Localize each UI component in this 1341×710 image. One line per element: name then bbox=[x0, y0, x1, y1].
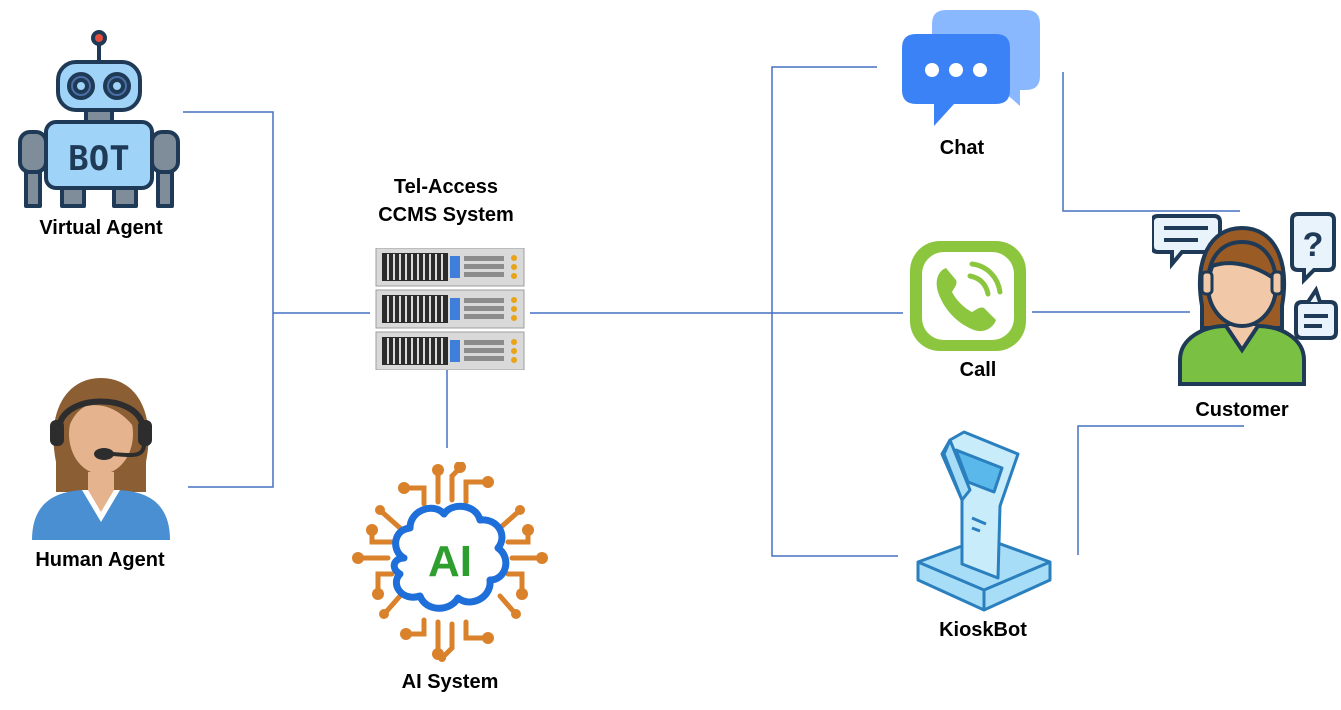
ccms-label-line2: CCMS System bbox=[378, 204, 514, 226]
kiosk-icon bbox=[916, 430, 1052, 612]
customer-label: Customer bbox=[1195, 399, 1289, 421]
chat-bubbles-icon bbox=[902, 10, 1040, 126]
connector-virtual-agent bbox=[183, 111, 274, 488]
customer-icon: ? bbox=[1152, 212, 1338, 386]
connector-chat bbox=[771, 66, 898, 557]
ai-icon-text: AI bbox=[428, 537, 472, 586]
human-agent-label: Human Agent bbox=[35, 549, 165, 571]
bot-icon-text: BOT bbox=[68, 139, 129, 179]
ai-system-label: AI System bbox=[401, 671, 499, 693]
headset-agent-icon bbox=[32, 378, 170, 540]
ai-chip-icon: AI bbox=[352, 462, 548, 662]
kioskbot-label: KioskBot bbox=[939, 619, 1027, 641]
ccms-label-line1: Tel-Access bbox=[393, 176, 499, 198]
bot-icon: BOT bbox=[18, 30, 180, 208]
connector-kiosk-to-customer bbox=[1077, 425, 1244, 555]
server-rack-icon bbox=[375, 248, 525, 370]
virtual-agent-label: Virtual Agent bbox=[39, 217, 163, 239]
svg-text:?: ? bbox=[1303, 226, 1324, 264]
phone-call-icon bbox=[910, 241, 1026, 351]
call-label: Call bbox=[959, 359, 997, 381]
connector-chat-to-customer bbox=[1062, 72, 1240, 212]
chat-label: Chat bbox=[939, 137, 985, 159]
